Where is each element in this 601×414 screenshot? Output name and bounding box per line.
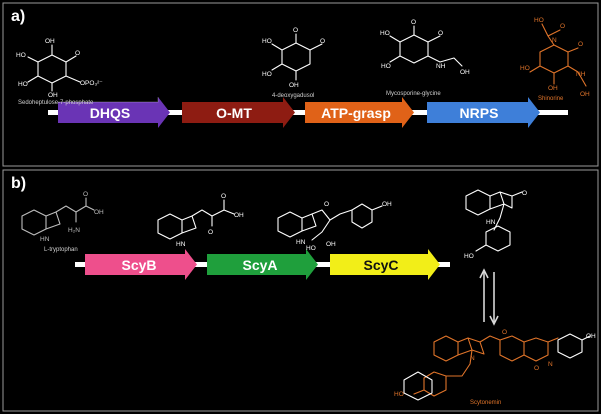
svg-text:O: O: [83, 191, 88, 198]
panel-a-frame: [2, 2, 599, 167]
svg-text:OH: OH: [548, 85, 558, 92]
svg-text:O: O: [293, 27, 298, 34]
gene-label-scya: ScyA: [242, 257, 277, 273]
gene-arrow-atp-grasp: ATP-grasp: [305, 97, 414, 128]
svg-text:N: N: [552, 37, 557, 44]
caption-deoxygadusol: 4-deoxygadusol: [272, 93, 314, 99]
caption-mycosporine-glycine: Mycosporine-glycine: [386, 91, 441, 97]
panel-b-label: b): [11, 175, 26, 192]
svg-text:OH: OH: [48, 92, 58, 99]
svg-text:HN: HN: [296, 239, 306, 246]
svg-text:HN: HN: [176, 241, 186, 248]
structure-monomer: HN O HO: [464, 189, 527, 260]
svg-text:O: O: [522, 190, 527, 197]
svg-text:OH: OH: [460, 69, 470, 76]
gene-arrow-scyb: ScyB: [85, 249, 197, 280]
svg-text:HO: HO: [262, 38, 272, 45]
svg-text:OH: OH: [45, 38, 55, 45]
gene-label-atp-grasp: ATP-grasp: [321, 105, 391, 121]
svg-text:OH: OH: [326, 241, 336, 248]
structure-deoxygadusol: O O HO HO OH 4-deoxygadusol: [262, 27, 325, 99]
structure-indole-pyruvate: HN O O OH: [157, 193, 244, 248]
svg-text:OPO₃²⁻: OPO₃²⁻: [80, 80, 103, 87]
caption-scytonemin: Scytonemin: [470, 400, 501, 406]
svg-text:O: O: [75, 50, 80, 57]
svg-text:OH: OH: [586, 333, 596, 340]
structure-sedoheptulose: OH O OPO₃²⁻ HO HO OH Sedoheptulose-7-pho…: [16, 38, 103, 106]
svg-text:O: O: [320, 38, 325, 45]
svg-text:O: O: [502, 329, 507, 336]
structure-scytonemin: N O O N OH HO Scytonemin: [394, 329, 596, 406]
caption-tryptophan: L-tryptophan: [44, 247, 78, 253]
svg-text:NH: NH: [436, 63, 446, 70]
svg-text:HO: HO: [306, 245, 316, 252]
svg-text:OH: OH: [94, 209, 104, 216]
gene-label-omt: O-MT: [216, 105, 252, 121]
svg-text:HO: HO: [262, 71, 272, 78]
panel-b-frame: [2, 169, 599, 412]
svg-text:OH: OH: [289, 82, 299, 89]
svg-text:HO: HO: [381, 63, 391, 70]
equilibrium-arrows: [479, 268, 499, 326]
svg-text:HO: HO: [520, 65, 530, 72]
svg-text:N: N: [470, 355, 475, 362]
svg-text:HO: HO: [18, 81, 28, 88]
svg-text:HO: HO: [394, 391, 404, 398]
svg-text:HO: HO: [464, 253, 474, 260]
svg-text:O: O: [438, 30, 443, 37]
panel-a-label: a): [11, 8, 25, 25]
svg-text:O: O: [534, 365, 539, 372]
svg-text:O: O: [221, 193, 226, 200]
structure-mycosporine-glycine: O O NH OH HO HO Mycosporine-glycine: [380, 19, 470, 97]
gene-label-nrps: NRPS: [460, 105, 499, 121]
gene-arrow-nrps: NRPS: [427, 97, 540, 128]
gene-label-scyb: ScyB: [121, 257, 156, 273]
svg-text:H₂N: H₂N: [68, 227, 80, 234]
svg-text:HN: HN: [486, 219, 496, 226]
svg-text:HN: HN: [40, 236, 50, 243]
svg-text:HO: HO: [534, 17, 544, 24]
svg-text:O: O: [578, 41, 583, 48]
gene-arrow-scyc: ScyC: [330, 249, 440, 280]
svg-text:OH: OH: [234, 212, 244, 219]
svg-text:O: O: [208, 229, 213, 236]
structure-tryptophan: HN H₂N OH O L-tryptophan: [21, 191, 104, 253]
structure-shinorine: HO O N O NH OH HO OH Shinorine: [520, 17, 590, 102]
caption-sedoheptulose: Sedoheptulose-7-phosphate: [18, 100, 94, 106]
caption-shinorine: Shinorine: [538, 96, 564, 102]
gene-arrow-scya: ScyA: [207, 249, 318, 280]
svg-text:O: O: [324, 201, 329, 208]
structure-coupled-intermediate: HN HO OH O OH: [277, 201, 392, 252]
svg-text:O: O: [411, 19, 416, 26]
svg-text:HO: HO: [380, 30, 390, 37]
gene-arrow-dhqs: DHQS: [58, 97, 170, 128]
svg-text:N: N: [548, 361, 553, 368]
gene-arrow-omt: O-MT: [182, 97, 295, 128]
svg-text:O: O: [560, 23, 565, 30]
svg-text:OH: OH: [382, 201, 392, 208]
svg-text:OH: OH: [580, 91, 590, 98]
gene-label-dhqs: DHQS: [90, 105, 130, 121]
svg-text:HO: HO: [16, 52, 26, 59]
svg-text:NH: NH: [576, 71, 586, 78]
gene-label-scyc: ScyC: [363, 257, 398, 273]
